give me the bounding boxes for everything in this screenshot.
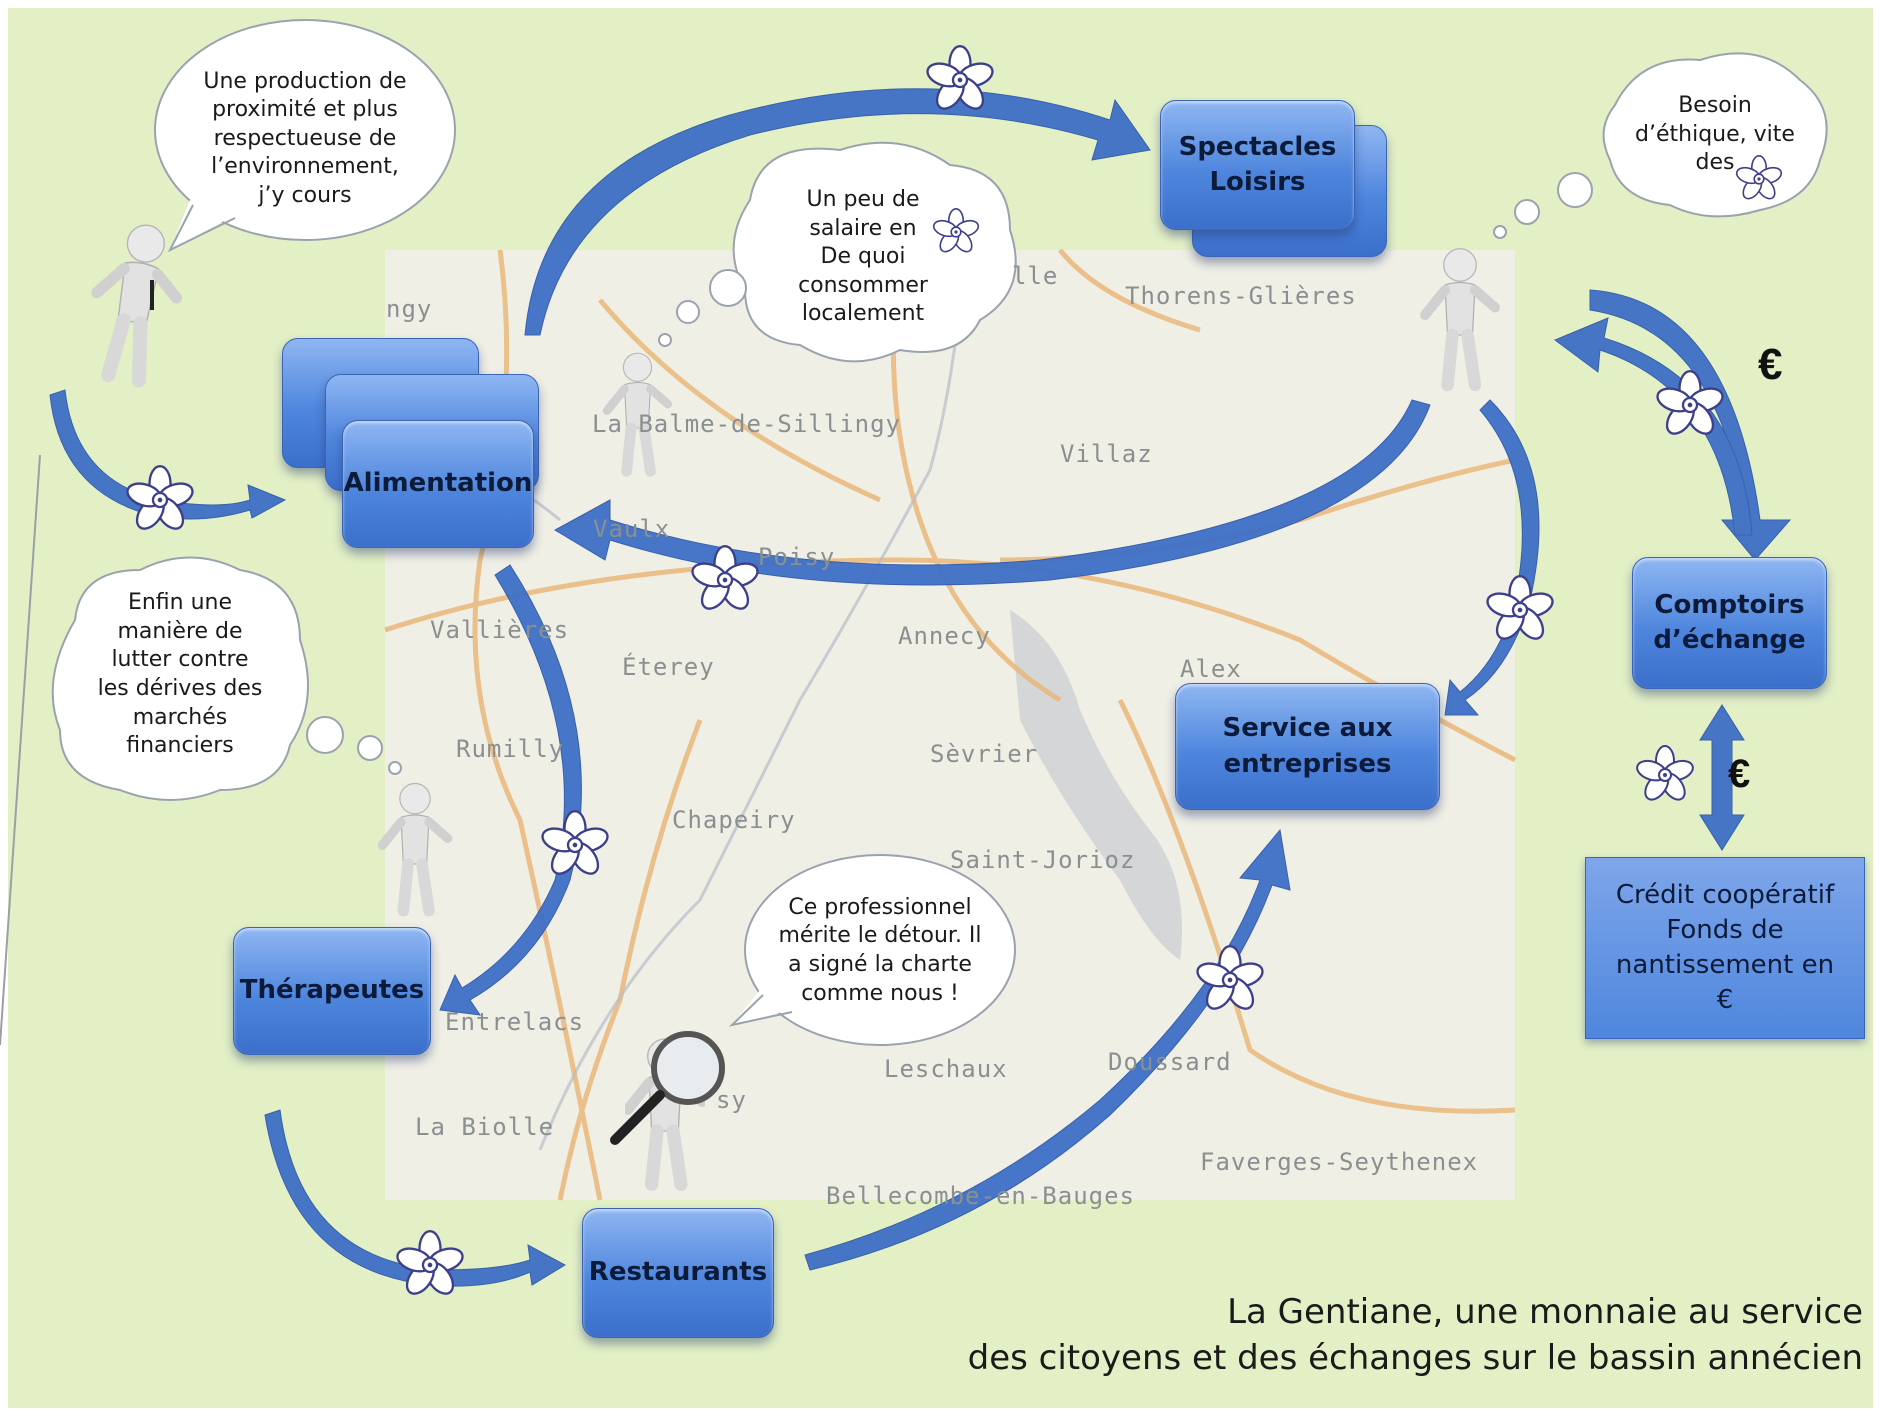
left-edge-mark <box>0 454 41 1046</box>
map-label: Saint-Jorioz <box>950 846 1136 874</box>
map-label: Poisy <box>758 543 836 571</box>
euro-symbol: € <box>1728 752 1751 796</box>
map-label: La Balme-de-Sillingy <box>592 410 901 438</box>
magnifier-lens <box>651 1031 725 1105</box>
map-label: ngy <box>386 295 433 323</box>
map-label: Alex <box>1180 655 1242 683</box>
bubble-professionnel <box>728 854 1016 1046</box>
bubble-production-text: Une production de proximité et plus resp… <box>203 68 407 208</box>
map-label: Leschaux <box>884 1055 1008 1083</box>
magnifier-handle <box>610 1090 665 1145</box>
map-label: Villaz <box>1060 440 1153 468</box>
credit-cooperatif-box[interactable]: Crédit coopératif Fonds de nantissement … <box>1585 857 1865 1039</box>
map-label: Thorens-Glières <box>1125 282 1357 310</box>
bubble-derives <box>51 556 402 801</box>
map-label: lle <box>1012 262 1059 290</box>
arrow-restaurants-service <box>804 828 1291 1271</box>
arrow-alimentation-spectacles <box>524 88 1151 336</box>
arrow-credit-comptoirs <box>1699 704 1745 851</box>
therapeutes-box[interactable]: Thérapeutes <box>233 927 431 1055</box>
map-label: sy <box>716 1086 747 1114</box>
map-label: Doussard <box>1108 1048 1232 1076</box>
map-label: La Biolle <box>415 1113 555 1141</box>
euro-symbol: € <box>1758 340 1783 389</box>
map-label: Rumilly <box>456 735 565 763</box>
arrow-alimentation-therapeutes <box>439 564 582 1016</box>
person-figures <box>83 219 1495 1185</box>
bubble-production <box>154 19 456 253</box>
map-label: Vaulx <box>593 515 671 543</box>
arrow-person-alimentation <box>553 399 1431 586</box>
bubble-professionnel-text: Ce professionnel mérite le détour. Il a … <box>778 894 982 1006</box>
arrow-runner-alimentation <box>49 389 287 520</box>
bubble-derives-text: Enfin une manière de lutter contre les d… <box>97 590 263 759</box>
bubble-salaire <box>658 141 1017 363</box>
alimentation-box[interactable]: Alimentation <box>342 420 534 548</box>
service-box[interactable]: Service aux entreprises <box>1175 683 1440 810</box>
restaurants-box[interactable]: Restaurants <box>582 1208 774 1338</box>
arrow-therapeutes-restaurants <box>264 1109 567 1287</box>
map-label: Sèvrier <box>930 740 1039 768</box>
bubble-ethique-text: Besoin d’éthique, vite des <box>1635 93 1795 176</box>
map-label: Entrelacs <box>445 1008 585 1036</box>
map-label: Faverges-Seythenex <box>1200 1148 1479 1176</box>
caption: La Gentiane, une monnaie au service des … <box>967 1292 1863 1378</box>
map-label: Bellecombe-en-Bauges <box>826 1182 1135 1210</box>
map-label: Chapeiry <box>672 806 796 834</box>
map-label: Éterey <box>622 653 715 681</box>
bubbles <box>51 19 1828 1046</box>
map-label: Vallières <box>430 616 570 644</box>
comptoirs-box[interactable]: Comptoirs d’échange <box>1632 557 1827 689</box>
bubble-salaire-text: Un peu de salaire en De quoi consommer l… <box>798 187 928 327</box>
spectacles-box[interactable]: Spectacles Loisirs <box>1160 100 1355 230</box>
arrow-person-service <box>1444 399 1540 716</box>
map-label: Annecy <box>898 622 991 650</box>
runner-tie <box>150 280 154 310</box>
